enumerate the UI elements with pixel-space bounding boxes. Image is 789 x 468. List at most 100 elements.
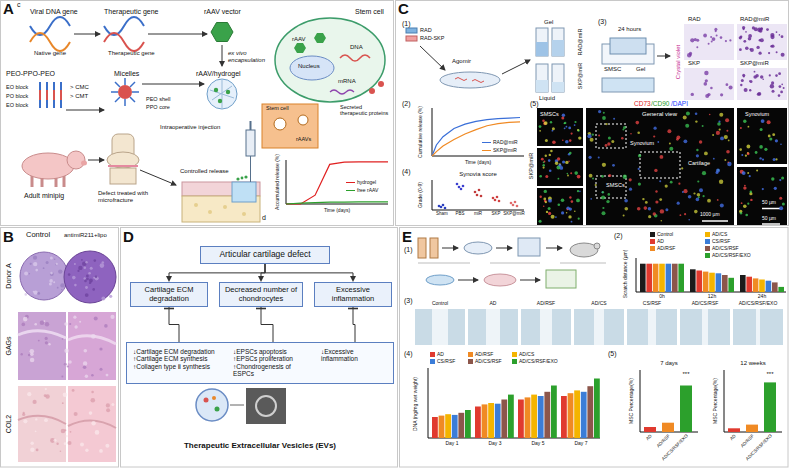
texture-dot (84, 267, 87, 270)
texture-dot (702, 125, 704, 127)
texture-dot (687, 53, 691, 57)
texture-dot (761, 27, 763, 29)
texture-dot (747, 203, 749, 205)
texture-dot (50, 272, 54, 276)
bar-charts (428, 258, 786, 438)
texture-dot (726, 130, 728, 132)
texture-dot (680, 214, 682, 216)
texture-dot (99, 449, 103, 453)
texture-dot (55, 264, 57, 266)
texture-dot (630, 133, 632, 135)
legend-swatch (705, 239, 710, 244)
texture-dot (719, 113, 723, 117)
texture-dot (606, 200, 609, 203)
texture-dot (542, 120, 545, 123)
text-label: Synovium (630, 140, 654, 146)
texture-dot (595, 184, 597, 186)
bar (488, 403, 494, 438)
bar (501, 400, 507, 439)
texture-dot (587, 134, 591, 138)
texture-dot (70, 431, 72, 433)
text-label: (3) (598, 18, 607, 26)
texture-dot (611, 140, 614, 143)
texture-dot (743, 120, 746, 123)
texture-dot (27, 392, 31, 396)
texture-dot (743, 186, 746, 189)
texture-dot (574, 121, 576, 123)
text-label: CS/RSF (643, 301, 661, 307)
connector-line (265, 264, 353, 277)
image-tile (627, 309, 677, 345)
texture-dot (67, 365, 69, 367)
texture-dot (44, 320, 46, 322)
texture-dot (74, 412, 78, 416)
texture-dot (90, 280, 92, 282)
texture-dot (544, 190, 547, 193)
texture-dot (648, 207, 651, 210)
texture-dot (678, 183, 680, 185)
texture-dot (564, 127, 566, 129)
text-label: d (262, 214, 266, 222)
text-label: Defect treated with microfracture (98, 190, 168, 203)
texture-dot (747, 172, 749, 174)
bar (465, 410, 471, 438)
texture-dot (545, 201, 547, 203)
texture-dot (601, 175, 604, 178)
texture-dot (77, 270, 79, 272)
texture-dot (742, 74, 745, 77)
texture-dot (697, 180, 699, 182)
texture-dot (724, 159, 726, 161)
texture-dot (712, 134, 714, 136)
text-label: (1) (404, 246, 413, 254)
legend-text: AD (437, 352, 444, 358)
legend-entry: AD/CS/RSF (705, 246, 739, 252)
texture-dot (62, 402, 64, 404)
text-label: 50 µm (762, 200, 776, 206)
texture-dot (607, 142, 610, 145)
texture-dot (86, 278, 89, 281)
texture-dot (602, 211, 606, 215)
text-label: /DAPI (671, 100, 688, 107)
texture-dot (725, 40, 727, 42)
texture-dot (64, 363, 67, 366)
texture-dot (690, 38, 694, 42)
texture-dot (548, 207, 551, 210)
texture-dot (612, 164, 615, 167)
texture-dot (702, 171, 706, 175)
scratch-band (432, 309, 448, 345)
data-point (514, 201, 517, 204)
legend-line (346, 182, 355, 183)
texture-dot (568, 160, 570, 162)
effect-group: ↓Cartilage ECM degradation↑Cartilage ECM… (131, 347, 227, 371)
text-label: SKP (491, 212, 500, 217)
axis-label: Scratch distance (µm) (623, 250, 629, 299)
texture-dot (750, 191, 752, 193)
texture-dot (689, 54, 691, 56)
texture-dot (677, 135, 681, 139)
texture-dot (747, 152, 749, 154)
texture-dot (571, 133, 573, 135)
texture-dot (715, 30, 717, 32)
axis-label: Cumulative release (%) (418, 106, 424, 158)
texture-dot (644, 206, 648, 210)
texture-dot (549, 154, 551, 156)
texture-dot (562, 139, 564, 141)
texture-dot (696, 46, 698, 48)
texture-dot (53, 281, 55, 283)
connector (258, 264, 265, 282)
texture-dot (749, 89, 751, 91)
texture-dot (657, 141, 659, 143)
texture-dot (99, 347, 102, 350)
texture-dot (66, 435, 68, 437)
text-label: AD/CS/RSF/EXO (739, 301, 778, 307)
node-text: ↓Excessive inflammation (321, 348, 389, 363)
texture-dot (748, 126, 750, 128)
bar (766, 281, 772, 292)
image-tile (521, 309, 571, 345)
text-label: rAAV vector (204, 8, 241, 16)
texture-dot (603, 112, 605, 114)
texture-dot (768, 52, 770, 54)
texture-dot (49, 279, 53, 283)
data-point (462, 185, 465, 188)
